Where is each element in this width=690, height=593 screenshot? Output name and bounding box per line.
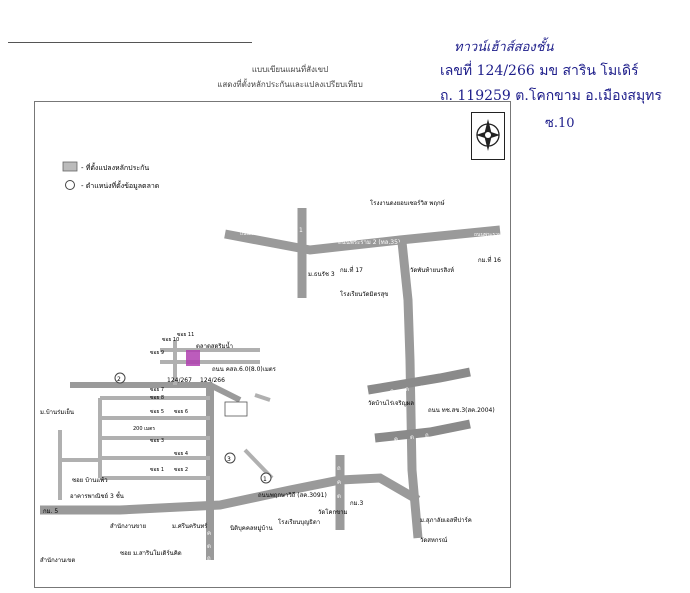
district-label: วัดสหกรณ์ [420, 536, 448, 544]
office-label: สำนักงานเขต [40, 557, 75, 564]
soi-grid [58, 340, 274, 500]
srinakarin-label: ม.ศรีนครินทร์ [172, 522, 208, 530]
soi-main-label: ซอย ม.สารินโมเดิร์นคิด [120, 549, 182, 557]
rp1: ถ [337, 465, 341, 472]
legend-subject-swatch [62, 161, 78, 172]
market-marker-1 [260, 472, 272, 484]
legend-market-label: - ตำแหน่งที่ตั้งข้อมูลตลาด [81, 179, 159, 190]
ch3: ถ [207, 555, 211, 562]
handwritten-soi: ซ.10 [545, 116, 575, 131]
road-pruksa [40, 473, 421, 515]
kp6: ถ [425, 432, 429, 439]
market-marker-3 [224, 452, 236, 464]
north-arrow-icon [471, 112, 505, 160]
road-rama2-label: ถนนพระราม 2 (ทล.35) [338, 239, 400, 246]
soi10-label: ซอย 10 [162, 337, 179, 343]
km17-label: กม.ที่ 17 [340, 266, 363, 274]
temple-mid-label: วัดบ้านไร่เจริญผล [368, 399, 414, 407]
rp3: ต [337, 493, 341, 500]
market-marker-3-label: 3 [227, 456, 231, 463]
market-marker-2 [114, 372, 126, 384]
commercial-label: อาคารพาณิชย์ 3 ชั้น [70, 490, 124, 500]
soi3-label: ซอย 3 [150, 438, 164, 444]
market-marker-1-label: 1 [263, 476, 267, 483]
ch2: ต [207, 543, 211, 550]
legend-subject-label: - ที่ตั้งแปลงหลักประกัน [81, 161, 149, 172]
soi4-label: ซอย 4 [174, 451, 188, 457]
market-marker-2-label: 2 [117, 376, 121, 383]
unit-a-label: 124/267 [167, 377, 192, 384]
rp2: ค [337, 479, 341, 486]
soi7-label: ซอย 7 [150, 387, 164, 393]
rd3091-label: ถนนพฤกษาวิถี (สค.3091) [258, 491, 327, 499]
road-soi-top [70, 382, 242, 403]
header-rule [8, 42, 252, 43]
school-label: โรงเรียนวัดมิตรสุข [340, 290, 388, 298]
dist-label: 200 เมตร [133, 426, 155, 432]
road-crossing-upper [367, 367, 471, 395]
temple-top-label: วัดพันท้ายนรสิงห์ [410, 266, 454, 274]
sales-office-label: สำนักงานขาย [110, 523, 146, 530]
kp1: ค [390, 388, 394, 395]
building-block [224, 401, 248, 417]
km16-label: กม.ที่ 16 [478, 256, 501, 264]
kp5: ต [410, 434, 414, 441]
road-crossing-lower [374, 419, 471, 443]
soi-side-label: ซอย บ้านแพ้ว [72, 477, 108, 484]
document-subtitle: แสดงที่ตั้งหลักประกันและแปลงเปรียบเทียบ [217, 80, 363, 89]
factory-label: โรงงานดงยอบเซอร์วิส พฤกษ์ [370, 199, 445, 207]
soi9-label: ซอย 9 [150, 350, 164, 356]
subject-property-marker [186, 350, 200, 366]
soi2-label: ซอย 2 [174, 467, 188, 473]
market-label: ตลาดสดริมน้ำ [196, 340, 233, 350]
soi1-label: ซอย 1 [150, 467, 164, 473]
subject-road-label: ถนน คสล.6.0(8.0)เมตร [212, 366, 277, 373]
km3-label: กม.3 [350, 500, 363, 507]
soi8-label: ซอย 8 [150, 395, 164, 401]
map-frame [34, 101, 511, 588]
handwritten-address-line2: ถ. 119259 ต.โคกขาม อ.เมืองสมุทร [440, 88, 662, 104]
kp2: ต [405, 386, 409, 393]
soi6-label: ซอย 6 [174, 409, 188, 415]
kp3: ถ [420, 384, 424, 391]
handwritten-address-line1: เลขที่ 124/266 มข สาริน โมเดิร์ [440, 63, 639, 79]
temple-low-label: วัดโคกขาม [318, 508, 348, 516]
thanarat-label: ม.ธนรัช 3 [308, 271, 335, 278]
document-title: แบบเขียนแผนที่สังเขป [251, 65, 329, 74]
gm-label: กม. 5 [43, 508, 58, 515]
kp4: ค [394, 436, 398, 443]
soi11-label: ซอย 11 [177, 332, 194, 338]
bridge-label: ม.บ้านร่มเย็น [40, 407, 74, 416]
road-rama2-left-label: ถนนพระราม 2 [240, 231, 272, 237]
road-rama2 [224, 225, 501, 255]
handwritten-building-type: ทาวน์เฮ้าส์สองชั้น [454, 40, 554, 55]
owners-label: นิติบุคคลหมู่บ้าน [230, 525, 273, 532]
school-low-label: โรงเรียนบุญธิดา [278, 518, 320, 526]
road-rama2-right-label: ถนนพระราม 2 [474, 232, 506, 238]
rd2004-label: ถนน ทช.สข.3(สค.2004) [428, 407, 495, 414]
road-top-vertical-label-1: 1 [299, 227, 303, 234]
village-right-label: ม.สุภาลัยเอสทีปาร์ค [420, 516, 472, 524]
soi5-label: ซอย 5 [150, 409, 164, 415]
unit-b-label: 124/266 [200, 377, 225, 384]
legend-market-symbol [65, 180, 75, 190]
ch1: ค [207, 530, 211, 537]
